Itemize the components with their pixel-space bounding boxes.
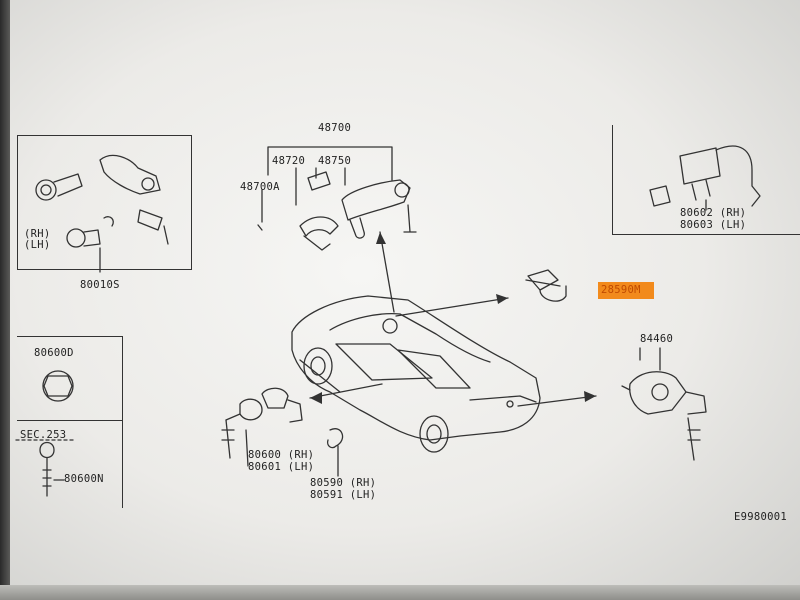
key-80600d-box <box>17 336 123 508</box>
kit-80010s-box <box>17 135 192 270</box>
label-48700: 48700 <box>318 122 352 134</box>
label-80010s: 80010S <box>80 279 120 291</box>
divider-line <box>17 420 122 422</box>
label-80600d: 80600D <box>34 347 74 359</box>
label-rh: (RH) <box>24 228 51 240</box>
monitor-bezel <box>0 0 10 600</box>
label-80600n: 80600N <box>64 473 104 485</box>
label-80603: 80603 (LH) <box>680 219 747 231</box>
label-80601: 80601 (LH) <box>248 461 315 473</box>
label-80600: 80600 (RH) <box>248 449 315 461</box>
label-28590m: 28590M <box>601 284 641 296</box>
monitor-bezel <box>0 585 800 600</box>
highlight-28590m <box>598 282 654 299</box>
right-box-edge <box>612 234 800 236</box>
label-48750: 48750 <box>318 155 352 167</box>
label-80591: 80591 (LH) <box>310 489 377 501</box>
label-80602: 80602 (RH) <box>680 207 747 219</box>
label-sec253: SEC.253 <box>20 429 67 441</box>
label-84460: 84460 <box>640 333 674 345</box>
right-box-edge <box>612 125 614 235</box>
divider-line <box>17 336 122 338</box>
label-48720: 48720 <box>272 155 306 167</box>
label-48700a: 48700A <box>240 181 280 193</box>
label-80590: 80590 (RH) <box>310 477 377 489</box>
diagram-code: E9980001 <box>734 511 787 523</box>
label-lh: (LH) <box>24 239 51 251</box>
